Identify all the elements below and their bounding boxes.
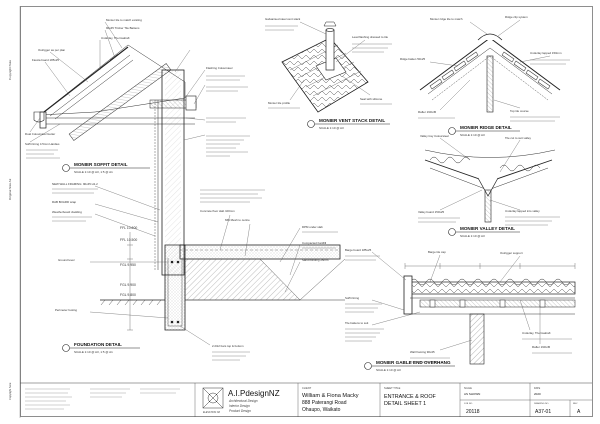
scale-label: SCALE: [464, 387, 472, 390]
foundation-callout-7: Compacted hardfill: [302, 241, 326, 245]
valley-detail-scale: SCALE 1:10 @ A3: [460, 234, 485, 238]
rev-label: REV: [573, 403, 578, 405]
gable-detail: Barge board 185x25 Barge tile cap Outrig…: [345, 248, 576, 372]
gable-callout-1: Barge board 185x25: [345, 248, 372, 252]
foundation-detail-title: FOUNDATION DETAIL: [74, 342, 122, 347]
valley-callout-1: Valley tray Coloursteel: [420, 134, 449, 138]
vent-callout-2: Lead flashing dressed to tile: [352, 35, 388, 39]
gable-detail-scale: SCALE 1:10 @ A3: [376, 368, 401, 372]
gable-callout-4: Soffit lining: [345, 296, 359, 300]
firm-logo: [202, 387, 224, 409]
foundation-callout-5: 665 Mesh to centre: [225, 218, 250, 222]
gable-callout-2: Barge tile cap: [428, 250, 446, 254]
firm-line-3: Product Design: [229, 409, 251, 413]
valley-detail-title: MONIER VALLEY DETAIL: [460, 226, 515, 231]
soffit-callout-6: Dual Coloursteel Gutter: [25, 132, 55, 136]
soffit-detail: Monier tile to match existing 90x45 Timb…: [25, 18, 250, 276]
valley-callout-3: Valley board 150x25: [418, 210, 445, 214]
firm-name: A.I.PdesignNZ: [228, 389, 280, 398]
vent-detail-title: MONIER VENT STACK DETAIL: [319, 118, 385, 123]
vent-callout-3: Monier tile profile: [268, 101, 290, 105]
foundation-callout-9: Ground level: [58, 258, 75, 262]
gable-callout-8: Wall framing 90x45: [410, 350, 435, 354]
firm-line-2: Interior Design: [229, 404, 250, 408]
soffit-callout-7: Soffit lining 4.5mm Hardies: [25, 142, 60, 146]
client-address-2: Ohaupo, Waikato: [302, 407, 341, 413]
ridge-callout-6: Rafter 190x45: [418, 110, 437, 114]
gable-callout-3: Outrigger support: [500, 251, 523, 255]
gable-detail-title: MONIER GABLE END OVERHANG: [376, 360, 451, 365]
vent-callout-4: Seal with silicone: [360, 97, 383, 101]
soffit-callout-5: Fascia board 185x25: [32, 58, 59, 62]
foundation-callout-1: NEW WALL FRAMING: 90x45 H1.2: [52, 182, 98, 186]
firm-line-1: Architectural Design: [228, 399, 258, 403]
level-fgl-3: FGL 9.800: [120, 293, 136, 297]
foundation-callout-10: Perimeter footing: [55, 308, 77, 312]
side-note-bottom: Copyright Note: [8, 382, 12, 400]
ridge-callout-2: Ridge clip system: [505, 15, 528, 19]
revision: A: [577, 409, 581, 415]
ridge-detail: Monier ridge tile to match Ridge clip sy…: [400, 15, 570, 137]
sheet-title-line-2: DETAIL SHEET 1: [384, 401, 426, 407]
gable-callout-7: Rafter 190x45: [532, 345, 551, 349]
ridge-callout-4: Underlay lapped 150mm: [530, 51, 562, 55]
job-number: 20118: [466, 409, 480, 415]
level-ffl-1: FFL 10.600: [120, 226, 137, 230]
level-fgl-1: FGL 9.950: [120, 263, 136, 267]
vent-callout-1: Galvanised steel vent stack: [265, 17, 301, 21]
soffit-callout-2: 90x45 Timber Tile Battens: [106, 26, 140, 30]
soffit-callout-8: Flashing Coloursteel: [206, 66, 233, 70]
soffit-detail-title: MONIER SOFFIT DETAIL: [74, 162, 128, 167]
foundation-callout-2: RAB BOARD wrap: [52, 200, 76, 204]
ridge-detail-title: MONIER RIDGE DETAIL: [460, 125, 512, 130]
title-block: ELEVATION NZ A.I.PdesignNZ Architectural…: [20, 382, 592, 417]
vent-detail-scale: SCALE 1:10 @ A3: [319, 126, 344, 130]
soffit-callout-3: Underlay, Thermakraft: [101, 36, 130, 40]
sheet-title-line-1: ENTRANCE & ROOF: [384, 394, 437, 400]
foundation-callout-4: Concrete floor slab 100mm: [200, 209, 235, 213]
scale-value: AS SHOWN: [464, 392, 480, 396]
valley-callout-4: Underlay lapped into valley: [505, 209, 540, 213]
drawing-label: DRAWING NO.: [534, 402, 549, 405]
soffit-detail-scale: SCALE 1:10 @ A3, 1:5 @ A1: [74, 170, 113, 174]
drawing-number: A37-01: [535, 409, 551, 415]
level-ffl-2: FFL 10.500: [120, 238, 137, 242]
foundation-detail-scale: SCALE 1:10 @ A3, 1:5 @ A1: [74, 350, 113, 354]
valley-callout-2: Tile cut to suit valley: [505, 136, 531, 140]
level-fgl-2: FGL 9.900: [120, 283, 136, 287]
ridge-callout-3: Ridge batten 50x25: [400, 57, 425, 61]
vent-stack-detail: Galvanised steel vent stack Lead flashin…: [265, 17, 392, 130]
client-address-1: 888 Paterangi Road: [302, 400, 347, 406]
foundation-callout-3: Weatherboard cladding: [52, 210, 82, 214]
side-note-size: Original Size A3: [8, 178, 12, 200]
job-label: JOB NO.: [464, 403, 473, 405]
sheet-border: [20, 6, 593, 417]
sheet-title-label: SHEET TITLE: [384, 386, 401, 390]
date-value: 2020: [534, 392, 541, 396]
valley-detail: Valley tray Coloursteel Tile cut to suit…: [418, 134, 560, 238]
ridge-callout-5: Top tile course: [510, 109, 529, 113]
foundation-callout-11: 2-D12 bars top & bottom: [212, 344, 244, 348]
client-label: CLIENT: [302, 386, 312, 390]
date-label: DATE: [534, 387, 541, 390]
foundation-detail: FFL 10.600 FFL 10.500 FGL 9.950 FGL 9.90…: [52, 182, 346, 361]
soffit-callout-1: Monier tile to match existing: [106, 18, 142, 22]
client-name: William & Fiona Macky: [302, 393, 359, 399]
ridge-detail-scale: SCALE 1:10 @ A3: [460, 133, 485, 137]
soffit-callout-4: Outrigger as per plan: [38, 48, 66, 52]
foundation-callout-8: Sand blinding 25mm: [302, 258, 329, 262]
gable-callout-6: Underlay, Thermakraft: [522, 331, 551, 335]
logo-caption: ELEVATION NZ: [203, 411, 220, 414]
foundation-callout-6: DPM under slab: [302, 225, 323, 229]
side-note-copyright: Copyright Note: [8, 60, 12, 80]
ridge-callout-1: Monier ridge tile to match: [430, 17, 463, 21]
gable-callout-5: Tile battens to suit: [345, 321, 369, 325]
